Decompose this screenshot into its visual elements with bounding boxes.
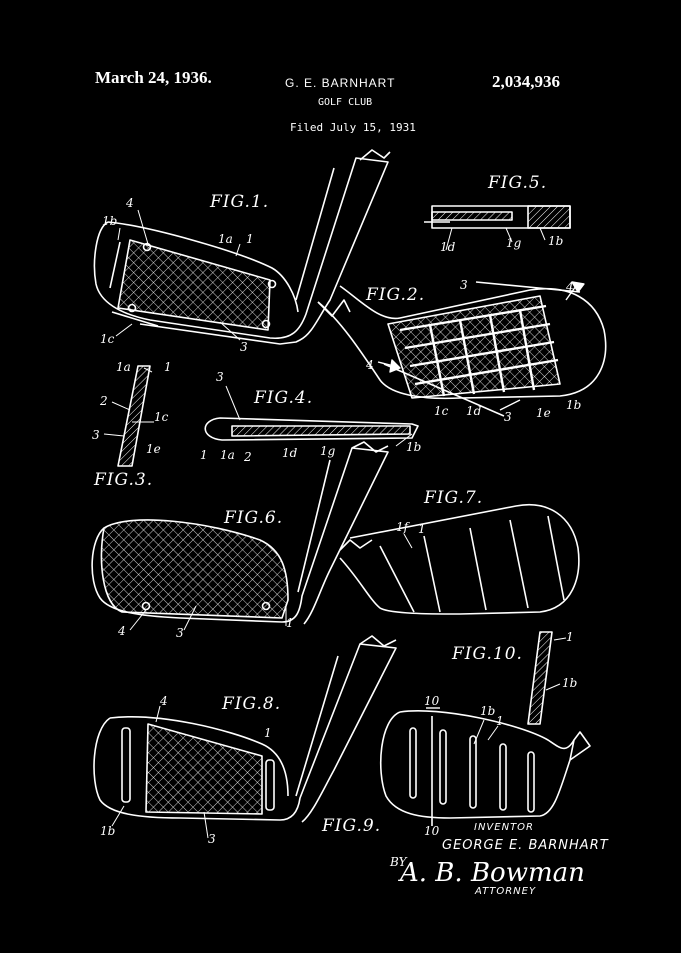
ref-1c: 1c: [154, 410, 169, 424]
fig1-label: FIG.1.: [210, 192, 270, 212]
ref-1d: 1d: [466, 404, 482, 418]
by-label: BY: [390, 855, 407, 869]
ref-1d: 1d: [282, 446, 298, 460]
ref-1b: 1b: [406, 440, 422, 454]
fig2-club-head: [317, 281, 607, 417]
ref-1: 1: [264, 726, 272, 740]
fig9-label: FIG.9.: [322, 816, 382, 836]
ref-1a: 1a: [116, 360, 131, 374]
filed-date: Filed July 15, 1931: [290, 121, 416, 134]
patent-date: March 24, 1936.: [95, 68, 212, 87]
fig4-label: FIG.4.: [254, 388, 314, 408]
ref-4: 4: [566, 280, 574, 294]
ref-1c: 1c: [100, 332, 115, 346]
ref-1b: 1b: [102, 214, 118, 228]
ref-1c: 1c: [434, 404, 449, 418]
ref-4: 4: [126, 196, 134, 210]
fig7-label: FIG.7.: [424, 488, 484, 508]
ref-10: 10: [424, 694, 440, 708]
ref-2: 2: [244, 450, 252, 464]
fig5-section: [424, 205, 571, 229]
ref-1b: 1b: [548, 234, 564, 248]
ref-3: 3: [208, 832, 216, 846]
ref-1: 1: [496, 714, 504, 728]
ref-1b: 1b: [562, 676, 578, 690]
fig8-club-head: [93, 635, 397, 823]
patent-number: 2,034,936: [492, 72, 560, 91]
ref-2: 2: [100, 394, 108, 408]
ref-1b: 1b: [566, 398, 582, 412]
ref-1f: 1f: [396, 520, 409, 534]
ref-1a: 1a: [218, 232, 233, 246]
fig5-label: FIG.5.: [488, 173, 548, 193]
ref-3: 3: [176, 626, 184, 640]
ref-3: 3: [240, 340, 248, 354]
fig10-label: FIG.10.: [452, 644, 523, 664]
ref-1: 1: [566, 630, 574, 644]
ref-1: 1: [200, 448, 208, 462]
fig7-club-head: [339, 504, 580, 615]
ref-4: 4: [160, 694, 168, 708]
ref-4: 4: [366, 358, 374, 372]
ref-1b: 1b: [100, 824, 116, 838]
patent-title: GOLF CLUB: [318, 97, 373, 108]
ref-1e: 1e: [146, 442, 161, 456]
ref-1: 1: [164, 360, 172, 374]
attorney-label: ATTORNEY: [475, 886, 537, 897]
ref-1e: 1e: [536, 406, 551, 420]
ref-3: 3: [92, 428, 100, 442]
inventor-label: INVENTOR: [474, 822, 534, 833]
ref-1d: 1d: [440, 240, 456, 254]
ref-1b: 1b: [480, 704, 496, 718]
ref-10: 10: [424, 824, 440, 838]
fig1-club-head: [93, 149, 391, 345]
fig3-section: [117, 365, 151, 467]
ref-1: 1: [246, 232, 254, 246]
inventor-name: G. E. BARNHART: [285, 76, 396, 90]
fig8-label: FIG.8.: [222, 694, 282, 714]
fig9-club-head: [380, 710, 591, 826]
ref-3: 3: [216, 370, 224, 384]
fig10-section: [527, 631, 553, 725]
ref-1g: 1g: [320, 444, 336, 458]
fig6-label: FIG.6.: [224, 508, 284, 528]
ref-1: 1: [418, 522, 426, 536]
fig6-club-head: [91, 441, 389, 625]
attorney-signature: A. B. Bowman: [400, 858, 585, 888]
inventor-signature-name: GEORGE E. BARNHART: [442, 838, 609, 853]
fig4-section: [204, 417, 419, 441]
ref-1g: 1g: [506, 236, 522, 250]
ref-1: 1: [286, 616, 294, 630]
ref-3: 3: [504, 410, 512, 424]
ref-3: 3: [460, 278, 468, 292]
ref-1a: 1a: [220, 448, 235, 462]
fig3-label: FIG.3.: [94, 470, 154, 490]
fig2-label: FIG.2.: [366, 285, 426, 305]
ref-4: 4: [118, 624, 126, 638]
